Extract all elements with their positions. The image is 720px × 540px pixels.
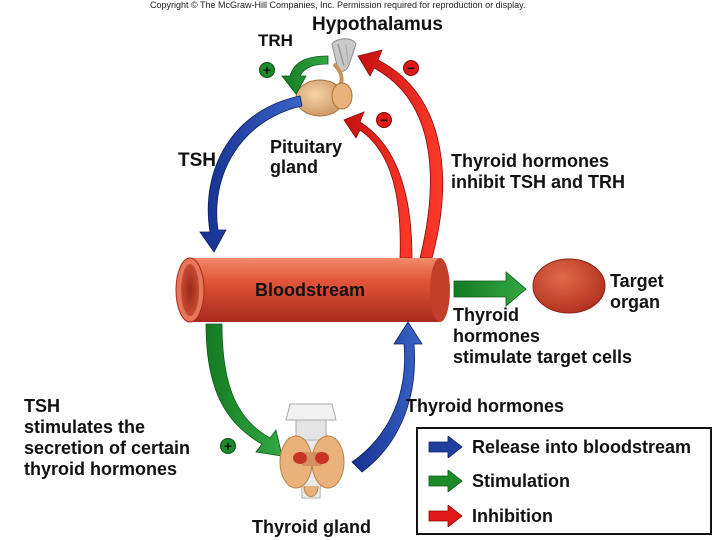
hypothalamus-minus-sign: − <box>403 60 419 76</box>
red-arrow-icon <box>428 505 463 527</box>
legend: Release into bloodstream Stimulation Inh… <box>416 427 712 535</box>
stimulate-label-line1: Thyroid <box>453 305 519 325</box>
tsh-stimulation-arrow <box>205 323 283 457</box>
inhibit-label-line2: inhibit TSH and TRH <box>451 172 625 192</box>
svg-text:+: + <box>224 438 232 454</box>
legend-label-inhibition: Inhibition <box>472 505 553 526</box>
trh-stimulation-arrow <box>281 55 329 95</box>
thyroid-gland-label: Thyroid gland <box>252 517 371 537</box>
legend-item-release: Release into bloodstream <box>428 434 691 460</box>
blue-arrow-icon <box>428 436 463 458</box>
svg-text:−: − <box>380 112 388 128</box>
trh-plus-sign: + <box>259 62 275 78</box>
tsh-stimulates-line1: TSH <box>24 396 60 416</box>
pituitary-label-line1: Pituitary <box>270 137 343 157</box>
legend-item-stimulation: Stimulation <box>428 468 570 494</box>
legend-item-inhibition: Inhibition <box>428 503 553 529</box>
bloodstream-vessel <box>175 257 450 323</box>
thyroid-hormones-label: Thyroid hormones <box>406 396 565 416</box>
thyroid-release-arrow <box>351 321 423 473</box>
tsh-stimulates-line2: stimulates the <box>24 417 146 437</box>
legend-label-release: Release into bloodstream <box>472 436 692 457</box>
svg-text:+: + <box>263 62 271 78</box>
bloodstream-label: Bloodstream <box>255 280 365 300</box>
pituitary-label-line2: gland <box>270 157 318 177</box>
svg-text:−: − <box>407 60 415 76</box>
thyroid-gland-illustration <box>279 403 345 499</box>
pituitary-minus-sign: − <box>376 112 392 128</box>
target-label-line2: organ <box>610 292 661 312</box>
stimulate-label-line3: stimulate target cells <box>453 347 633 367</box>
stimulate-label-line2: hormones <box>453 326 541 346</box>
inhibit-tsh-arrow <box>343 111 413 259</box>
green-arrow-icon <box>428 470 463 492</box>
legend-label-stimulation: Stimulation <box>472 470 570 491</box>
target-label-line1: Target <box>610 271 664 291</box>
tsh-stimulates-line3: secretion of certain <box>24 438 191 458</box>
pituitary-gland-illustration <box>295 62 353 117</box>
tsh-release-arrow <box>199 95 303 253</box>
target-stimulation-arrow <box>453 271 527 307</box>
tsh-stimulates-line4: thyroid hormones <box>24 459 178 479</box>
copyright-notice: Copyright © The McGraw-Hill Companies, I… <box>150 0 526 10</box>
trh-label: TRH <box>258 31 293 50</box>
hypothalamus-label: Hypothalamus <box>312 14 443 35</box>
thyroid-plus-sign: + <box>220 438 236 454</box>
inhibit-label-line1: Thyroid hormones <box>451 151 610 171</box>
inhibit-trh-arrow <box>357 49 443 259</box>
tsh-label: TSH <box>178 150 216 171</box>
target-organ-illustration <box>532 258 606 314</box>
